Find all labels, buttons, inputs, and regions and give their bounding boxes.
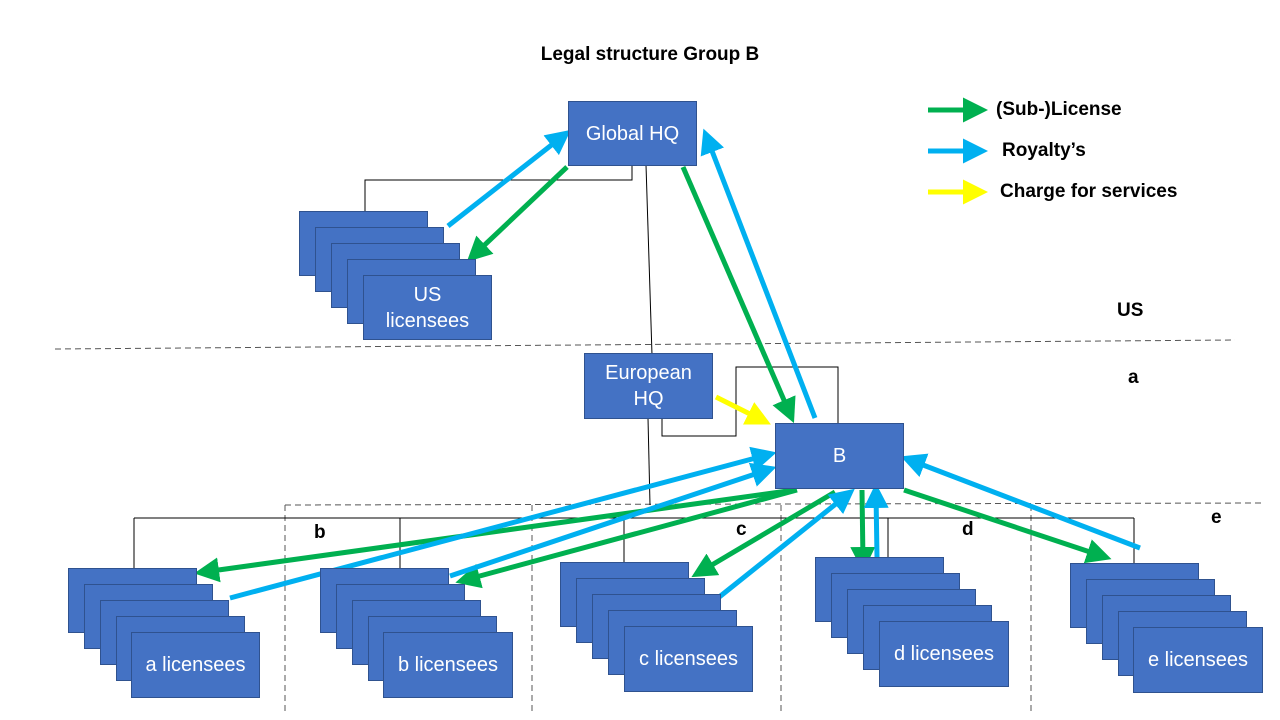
- license-b-to-a-arrow: [194, 487, 796, 583]
- license-global-to-us-arrow: [466, 165, 569, 262]
- us-licensees-label: US licensees: [363, 275, 492, 340]
- c-licensees-box: [624, 626, 753, 692]
- e-licensees-box: [1133, 627, 1263, 693]
- license-global-to-b-arrow: [680, 166, 796, 424]
- region-label-e: e: [1211, 507, 1222, 528]
- us-region-divider: [54, 339, 1236, 350]
- royalty-a-to-b-arrow: [229, 446, 777, 601]
- region-label-d: d: [962, 519, 974, 540]
- global-hq-label: Global HQ: [585, 122, 680, 145]
- ownership-lines: [133, 164, 1135, 568]
- european-hq-box: [584, 353, 713, 419]
- region-label-b: b: [314, 522, 326, 543]
- e-licensees-label: e licensees: [1147, 649, 1249, 671]
- region-label-a: a: [1128, 367, 1139, 388]
- flow-arrows: [194, 128, 1141, 601]
- c-licensees-label: c licensees: [639, 648, 738, 670]
- royalty-b-to-global-arrow: [700, 128, 818, 419]
- royalty-e-to-b-arrow: [900, 453, 1141, 551]
- b-licensees-label: b licensees: [397, 654, 499, 676]
- legend-arrows: [928, 97, 988, 205]
- us-licensees-box: [363, 275, 492, 340]
- royalty-b-licensees-to-b-arrow: [449, 462, 777, 579]
- b-entity-label: B: [832, 445, 847, 467]
- diagram-title: Legal structure Group B: [540, 44, 760, 65]
- royalty-c-to-b-arrow: [716, 488, 855, 600]
- region-label-c: c: [736, 519, 747, 540]
- license-b-to-d-arrow: [850, 489, 876, 572]
- european-hq-label: European HQ: [584, 353, 713, 419]
- legend-charge-label: Charge for services: [1000, 181, 1178, 202]
- d-licensees-box: [879, 621, 1009, 687]
- europe-region-divider: [284, 502, 1266, 506]
- european-hq-label-line1: European: [605, 362, 692, 384]
- charge-european-to-b-arrow: [714, 394, 771, 425]
- a-licensees-label: a licensees: [145, 654, 246, 676]
- us-licensees-label-line2: licensees: [385, 309, 470, 332]
- b-licensees-box: [383, 632, 513, 698]
- d-licensees-label: d licensees: [893, 643, 995, 665]
- license-b-to-b-licensees-arrow: [455, 487, 798, 589]
- b-entity-box: [775, 423, 904, 489]
- us-licensees-label-line1: US: [413, 283, 442, 306]
- license-b-to-e-arrow: [903, 487, 1112, 564]
- global-hq-box: [568, 101, 697, 166]
- european-hq-label-line2: HQ: [633, 388, 664, 410]
- royalty-us-to-global-arrow: [446, 129, 571, 228]
- license-b-to-c-arrow: [691, 489, 837, 578]
- region-label-us: US: [1117, 300, 1144, 321]
- legend-license-label: (Sub-)License: [996, 99, 1122, 120]
- legend-royalty-label: Royalty’s: [1002, 140, 1086, 161]
- a-licensees-box: [131, 632, 260, 698]
- royalty-d-to-b-arrow: [863, 483, 889, 558]
